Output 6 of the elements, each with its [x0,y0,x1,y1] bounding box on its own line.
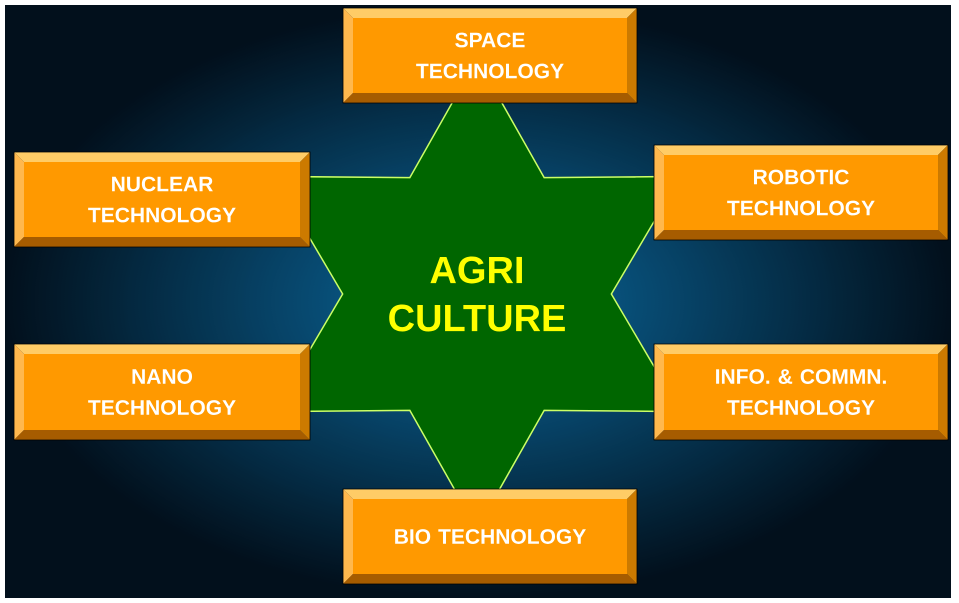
technology-box: SPACE TECHNOLOGY [342,8,638,104]
technology-box: BIO TECHNOLOGY [342,488,638,584]
technology-box: NUCLEAR TECHNOLOGY [14,152,310,248]
technology-box: INFO. & COMMN. TECHNOLOGY [654,344,948,440]
technology-box: ROBOTIC TECHNOLOGY [654,144,948,240]
technology-box: NANO TECHNOLOGY [14,344,310,440]
